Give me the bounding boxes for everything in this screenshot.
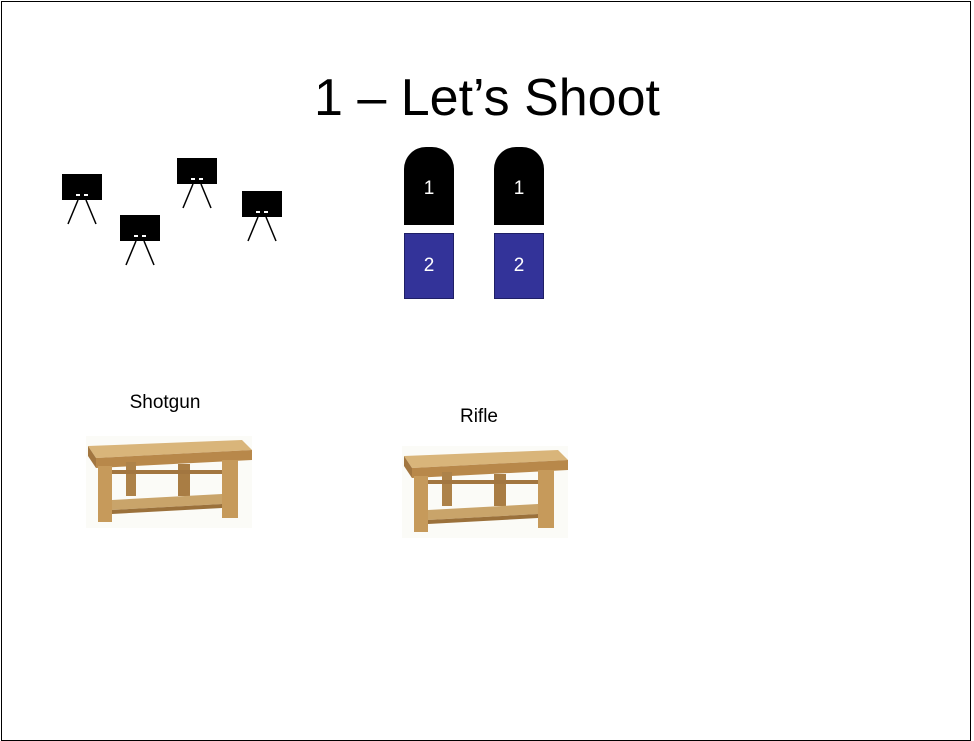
slide-title: 1 – Let’s Shoot (0, 62, 974, 134)
station-label-shotgun: Shotgun (100, 392, 230, 414)
target-3 (177, 158, 217, 218)
target-icon (62, 174, 102, 200)
table-icon (86, 436, 252, 528)
table-icon (402, 446, 568, 538)
target-icon (120, 215, 160, 241)
target-2 (120, 215, 160, 275)
target-1 (62, 174, 102, 234)
target-icon (177, 158, 217, 184)
station-label-rifle: Rifle (414, 406, 544, 428)
target-4 (242, 191, 282, 251)
bullet-case: 2 (494, 233, 544, 299)
target-icon (242, 191, 282, 217)
bullet-tip: 1 (404, 147, 454, 225)
bullet-tip: 1 (494, 147, 544, 225)
bullet-case: 2 (404, 233, 454, 299)
